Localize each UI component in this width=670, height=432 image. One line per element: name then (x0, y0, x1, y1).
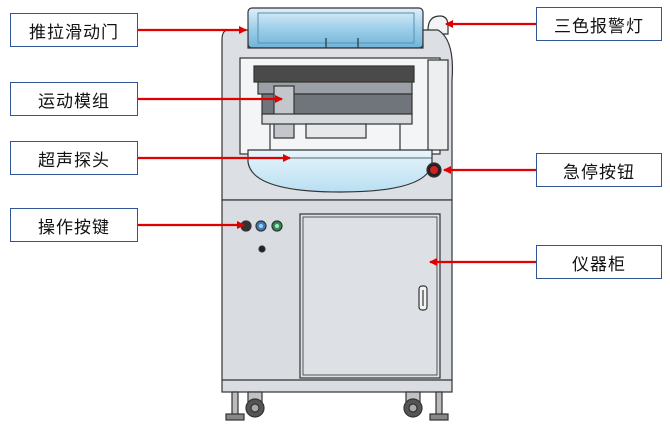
cabinet-door (299, 213, 441, 379)
label-ultrasonic-probe: 超声探头 (10, 141, 138, 175)
sliding-door-glass (247, 7, 424, 49)
label-tri-color-light: 三色报警灯 (536, 7, 662, 41)
label-sliding-door: 推拉滑动门 (10, 13, 138, 47)
label-motion-module: 运动模组 (10, 82, 138, 116)
label-emergency-stop: 急停按钮 (536, 153, 662, 187)
probe-bowl (247, 149, 433, 193)
motion-module-shape (253, 65, 415, 150)
casters (225, 391, 449, 421)
label-instrument-cabinet: 仪器柜 (536, 245, 662, 279)
leader-arrows (138, 20, 536, 266)
control-buttons-shape (240, 220, 283, 253)
machine-body (221, 7, 454, 421)
label-control-buttons: 操作按键 (10, 208, 138, 242)
